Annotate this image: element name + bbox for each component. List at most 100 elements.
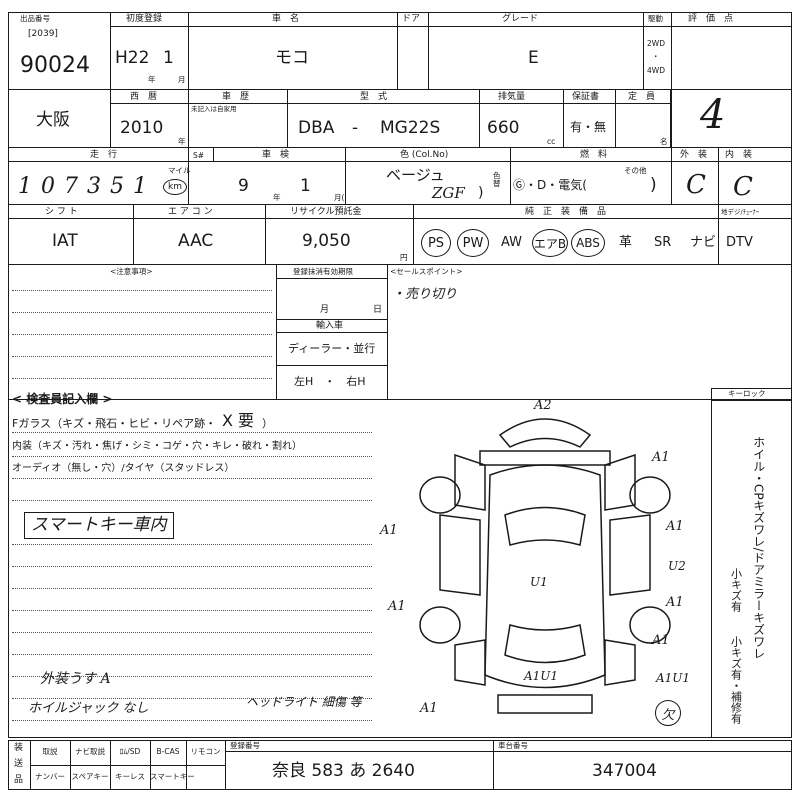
shift-label: シ フ ト xyxy=(45,207,78,217)
equip-sunroof: SR xyxy=(654,235,672,250)
exterior-label: 外 装 xyxy=(680,150,708,160)
notes-row xyxy=(8,265,792,400)
color: ベージュ xyxy=(386,166,445,184)
drive-dot: ・ xyxy=(652,52,660,61)
insp-month: 1 xyxy=(300,176,311,196)
recycle-unit: 円 xyxy=(400,253,408,262)
door-label: ドア xyxy=(402,14,421,24)
chassis-label: 車台番号 xyxy=(498,741,528,750)
model-prefix: DBA xyxy=(298,118,335,138)
footer-item-remote: リモコン xyxy=(190,747,221,756)
expiry-label: 登録抹消有効期限 xyxy=(293,267,353,276)
cc: 660 xyxy=(487,118,520,138)
equip-ps: PS xyxy=(421,229,451,257)
score: 4 xyxy=(700,92,726,138)
mark-a1-rr: A1 xyxy=(666,595,684,610)
equip-abs: ABS xyxy=(571,229,605,257)
ac: AAC xyxy=(178,231,214,251)
mark-a1-lf: A1 xyxy=(380,523,398,538)
recycle-label: リサイクル預託金 xyxy=(290,207,362,217)
import-handle: 左H ・ 右H xyxy=(294,375,366,388)
side-text-1: ホイル・CPキズワレ/ドアミラーキズワレ xyxy=(751,436,766,660)
plate-label: 登録番号 xyxy=(230,741,260,750)
smeter-label: S# xyxy=(193,151,205,160)
ac-label: エ ア コ ン xyxy=(168,207,213,217)
reg-month: 1 xyxy=(163,48,174,68)
color-code: ZGF xyxy=(432,184,465,202)
year-unit: 年 xyxy=(178,137,186,146)
fuel-label: 燃 料 xyxy=(580,150,608,160)
row-3 xyxy=(8,148,792,205)
drive-label: 駆動 xyxy=(648,14,663,23)
expiry-day: 日 xyxy=(373,305,383,315)
grade-label: グレード xyxy=(502,14,539,24)
footer-item-manual: 取説 xyxy=(42,747,58,756)
side-text-2: 小キズ有 xyxy=(729,568,743,612)
equip-navi: ナビ xyxy=(690,235,717,250)
fuel-close: ) xyxy=(650,175,657,195)
smartkey-note: スマートキー車内 xyxy=(24,512,174,539)
lot-sub: [2039] xyxy=(28,29,58,39)
color-change: 色替 xyxy=(493,171,501,189)
mark-a1u1-rq: A1U1 xyxy=(656,671,691,685)
reg-year-unit: 年 xyxy=(148,75,156,84)
import-label: 輸入車 xyxy=(316,321,344,331)
footer-row xyxy=(8,740,792,790)
year-label: 西 暦 xyxy=(130,92,158,102)
warranty: 有・無 xyxy=(570,120,607,134)
sales-point: ・売り切り xyxy=(392,287,458,302)
row-2 xyxy=(8,90,671,148)
reg-month-unit: 月 xyxy=(178,75,186,84)
keylock-label: キーロック xyxy=(728,389,766,398)
footer-label-c: 品 xyxy=(14,775,24,785)
history-label: 車 歴 xyxy=(222,92,250,102)
glass-close: ） xyxy=(262,417,273,430)
lot-number: 90024 xyxy=(20,53,90,78)
equip-dtv: DTV xyxy=(726,235,753,250)
mark-a1u1-rear: A1U1 xyxy=(524,669,559,683)
insp-year-unit: 年 xyxy=(273,193,281,202)
car-label: 車 名 xyxy=(272,14,300,24)
chassis-number: 347004 xyxy=(592,761,657,781)
footer-item-spare-key: スペアキー xyxy=(71,772,109,781)
glass-mark: X 要 xyxy=(222,411,255,430)
fail-mark: 欠 xyxy=(655,700,681,726)
color-label: 色 (Col.No) xyxy=(400,150,449,160)
plate-number: 奈良 583 あ 2640 xyxy=(272,761,415,781)
hand-note-1: 外装うす A xyxy=(40,671,111,687)
footer-item-romsd: ﾛﾑ/SD xyxy=(119,747,141,756)
footer-item-number: ナンバー xyxy=(35,772,65,781)
hand-note-3: ヘッドライト 細傷 等 xyxy=(246,695,362,709)
header-row xyxy=(8,12,792,90)
footer-item-keyless: キーレス xyxy=(115,772,145,781)
drive-2wd: 2WD xyxy=(647,39,665,48)
audio-line: オーディオ（無し・穴）/タイヤ（スタッドレス） xyxy=(12,463,235,474)
equip-pw: PW xyxy=(457,229,489,257)
score-label: 評 価 点 xyxy=(688,14,734,24)
equip-label: 純 正 装 備 品 xyxy=(525,207,607,217)
mark-a1-lr: A1 xyxy=(388,599,406,614)
model-code: MG22S xyxy=(380,118,441,138)
mark-u2: U2 xyxy=(668,559,686,573)
glass-line: Fガラス（キズ・飛石・ヒビ・リペア跡・ xyxy=(12,417,217,430)
row-4 xyxy=(8,205,792,265)
fuel-other: その他 xyxy=(624,166,647,175)
footer-item-smartkey: スマートキー xyxy=(150,772,195,781)
grade: E xyxy=(528,48,539,68)
inspection-label: 車 検 xyxy=(262,150,290,160)
import-dealer: ディーラー・並行 xyxy=(288,342,376,355)
mileage-unit-mile: マイル xyxy=(168,166,191,175)
year: 2010 xyxy=(120,118,164,138)
mileage-unit-km: km xyxy=(163,179,187,195)
car-diagram xyxy=(419,418,671,714)
reg-label: 初度登録 xyxy=(126,14,163,24)
footer-item-navi-manual: ナビ取説 xyxy=(75,747,105,756)
mark-a1-lq: A1 xyxy=(420,701,438,716)
mileage: 107351 xyxy=(18,174,156,199)
footer-label-b: 送 xyxy=(14,759,24,769)
reg-era: H22 xyxy=(115,48,150,68)
car-name: モコ xyxy=(275,48,309,68)
recycle: 9,050 xyxy=(302,231,351,251)
capacity-label: 定 員 xyxy=(628,92,656,102)
